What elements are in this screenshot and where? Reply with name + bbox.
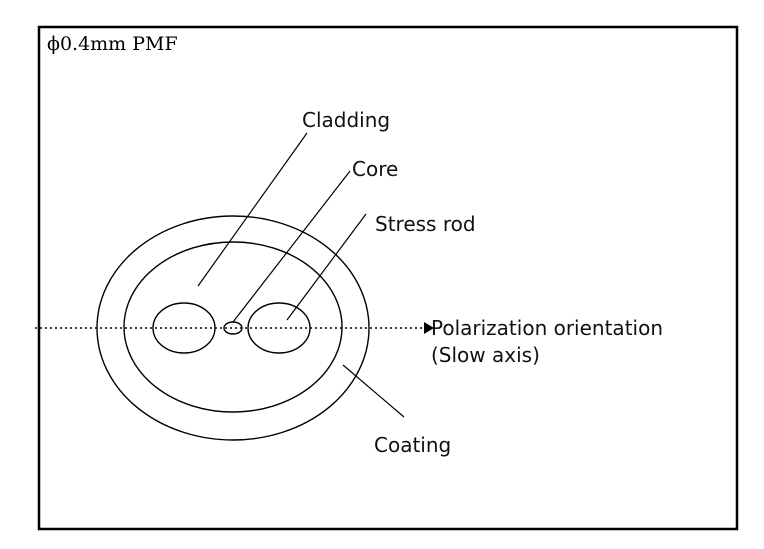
polarization-label-line1: Polarization orientation xyxy=(431,316,663,340)
coating-leader-line xyxy=(342,364,405,418)
polarization-label-line2: (Slow axis) xyxy=(431,343,540,367)
stress-rod-leader-line xyxy=(286,213,367,321)
diagram-frame xyxy=(37,25,739,531)
cladding-leader-line xyxy=(197,132,308,287)
polarization-arrowhead xyxy=(424,322,434,334)
cladding-label: Cladding xyxy=(302,108,390,132)
stress-rod-label: Stress rod xyxy=(375,212,476,236)
coating-ellipse xyxy=(96,215,370,441)
coating-label: Coating xyxy=(374,433,451,457)
diagram-title: ϕ0.4mm PMF xyxy=(47,33,178,55)
core-leader-line xyxy=(232,170,351,323)
cladding-ellipse xyxy=(123,241,343,413)
core-label: Core xyxy=(352,157,398,181)
